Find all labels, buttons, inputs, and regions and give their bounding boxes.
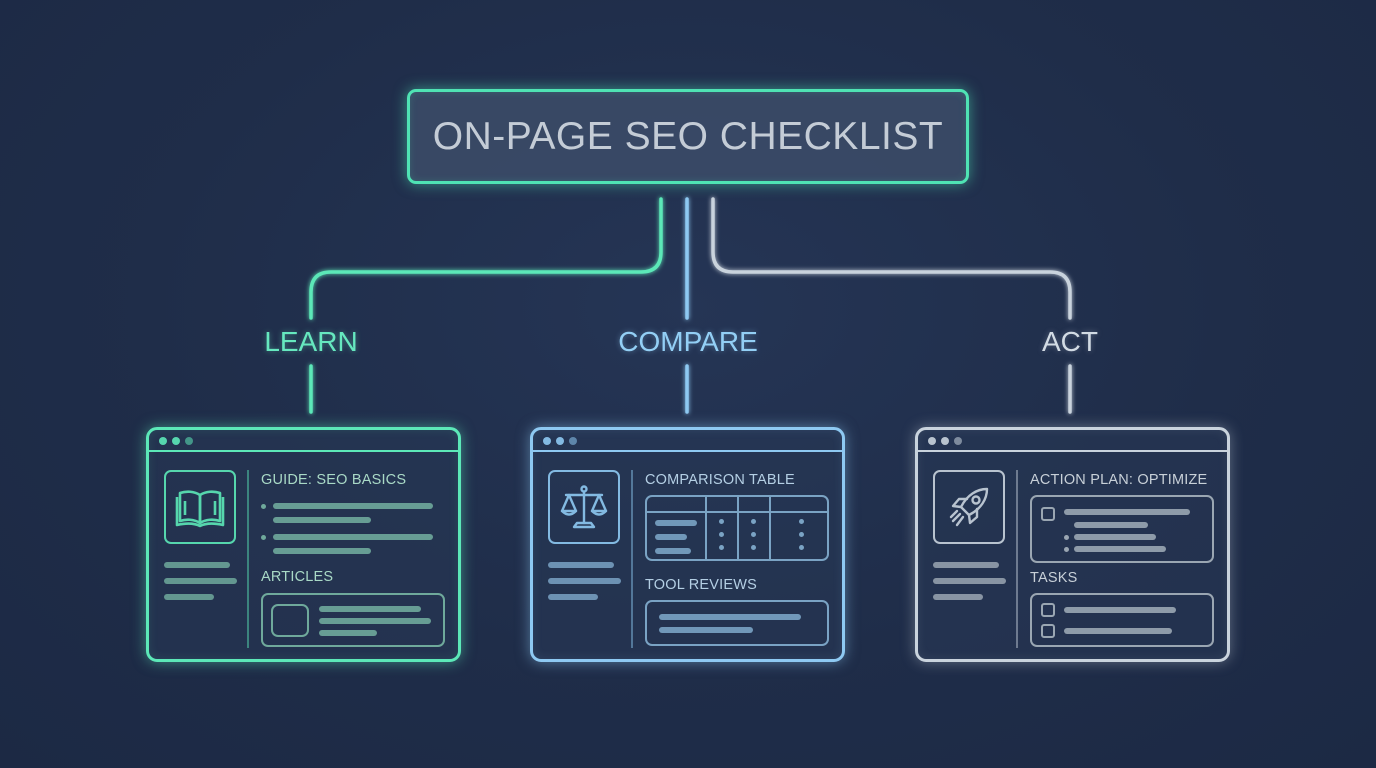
list-bullet: [261, 535, 266, 540]
article-thumbnail: [271, 604, 309, 637]
table-cell-dots: [799, 519, 804, 558]
text-line: [1074, 546, 1166, 552]
text-line: [1064, 628, 1172, 634]
table-column-divider: [737, 497, 739, 559]
tasks-card: [1030, 593, 1214, 647]
section-title-action-plan: ACTION PLAN: OPTIMIZE: [1030, 472, 1208, 488]
sidebar-line: [933, 578, 1006, 584]
table-column-divider: [705, 497, 707, 559]
branch-label-compare: COMPARE: [618, 326, 758, 357]
text-line: [319, 606, 421, 612]
divider: [247, 470, 249, 648]
text-line: [1064, 607, 1176, 613]
window-dot: [556, 437, 564, 445]
divider: [631, 470, 633, 648]
branch-label-learn: LEARN: [264, 326, 358, 357]
table-cell: [655, 520, 697, 526]
window-act: ACTION PLAN: OPTIMIZE TASKS: [915, 427, 1230, 662]
title-box: ON-PAGE SEO CHECKLIST: [407, 89, 969, 184]
branch-label-act: ACT: [1042, 326, 1098, 357]
comparison-table: [645, 495, 829, 561]
table-column-divider: [769, 497, 771, 559]
section-title-tasks: TASKS: [1030, 570, 1078, 586]
text-line: [1074, 534, 1156, 540]
text-line: [319, 618, 431, 624]
connector-learn: [309, 197, 663, 320]
section-title-tool-reviews: TOOL REVIEWS: [645, 577, 757, 593]
window-titlebar: [918, 430, 1227, 452]
article-card: [261, 593, 445, 647]
sidebar-line: [548, 578, 621, 584]
text-line: [319, 630, 377, 636]
table-cell-dots: [719, 519, 724, 558]
sidebar-line: [933, 562, 999, 568]
window-dot: [185, 437, 193, 445]
divider: [1016, 470, 1018, 648]
review-card: [645, 600, 829, 646]
window-titlebar: [149, 430, 458, 452]
diagram-title: ON-PAGE SEO CHECKLIST: [432, 114, 944, 158]
table-cell: [655, 548, 691, 554]
window-titlebar: [533, 430, 842, 452]
table-cell-dots: [751, 519, 756, 558]
section-title-articles: ARTICLES: [261, 569, 334, 585]
text-line: [1074, 522, 1148, 528]
list-bullet: [1064, 535, 1069, 540]
section-title-guide: GUIDE: SEO BASICS: [261, 472, 407, 488]
window-dot: [172, 437, 180, 445]
sidebar-line: [164, 562, 230, 568]
section-title-comparison: COMPARISON TABLE: [645, 472, 795, 488]
window-dot: [543, 437, 551, 445]
window-dot: [569, 437, 577, 445]
window-dot: [159, 437, 167, 445]
action-plan-card: [1030, 495, 1214, 563]
text-line: [273, 534, 433, 540]
rocket-icon: [933, 470, 1005, 544]
text-line: [273, 503, 433, 509]
text-line: [1064, 509, 1190, 515]
open-book-icon: [164, 470, 236, 544]
text-line: [659, 614, 801, 620]
table-cell: [655, 534, 687, 540]
text-line: [273, 548, 371, 554]
sidebar-line: [933, 594, 983, 600]
window-dot: [954, 437, 962, 445]
list-bullet: [1064, 547, 1069, 552]
sidebar-line: [164, 594, 214, 600]
sidebar-line: [548, 562, 614, 568]
window-dot: [928, 437, 936, 445]
sidebar-line: [164, 578, 237, 584]
text-line: [273, 517, 371, 523]
checkbox-icon: [1041, 603, 1055, 617]
balance-scale-icon: [548, 470, 620, 544]
sidebar-line: [548, 594, 598, 600]
checkbox-icon: [1041, 507, 1055, 521]
checkbox-icon: [1041, 624, 1055, 638]
list-bullet: [261, 504, 266, 509]
window-dot: [941, 437, 949, 445]
text-line: [659, 627, 753, 633]
window-compare: COMPARISON TABLE TOOL REVIEWS: [530, 427, 845, 662]
connector-act: [711, 197, 1072, 320]
window-learn: GUIDE: SEO BASICS ARTICLES: [146, 427, 461, 662]
